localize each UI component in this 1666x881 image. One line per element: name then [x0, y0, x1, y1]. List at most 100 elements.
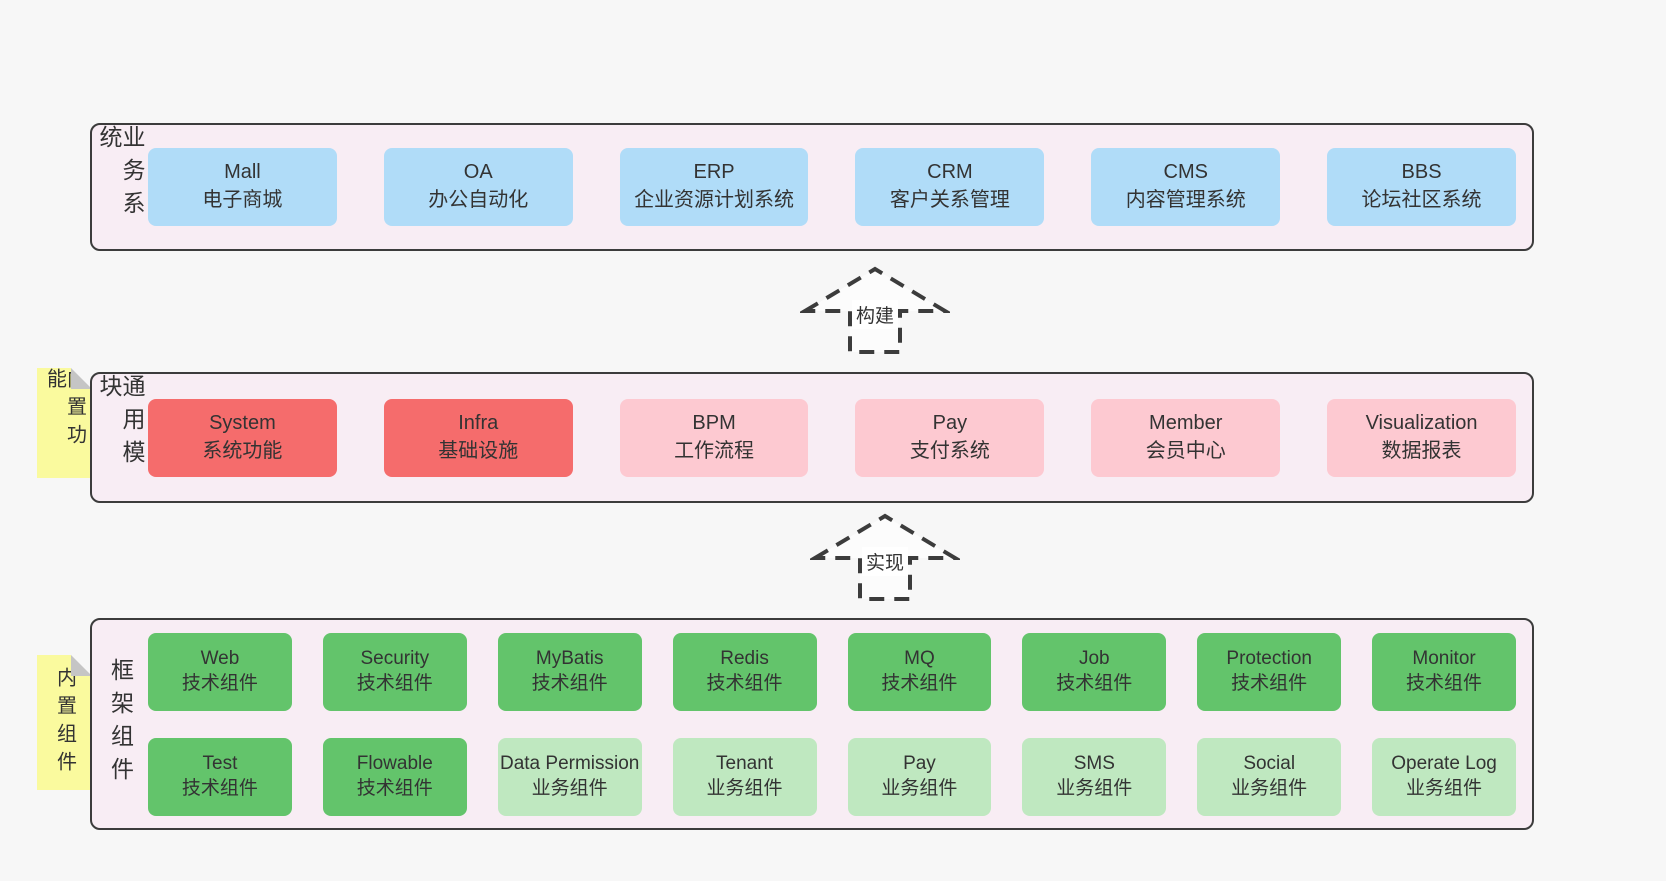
common-modules-row: System 系统功能 Infra 基础设施 BPM 工作流程 Pay 支付系统…	[148, 374, 1532, 501]
box-title: BBS	[1401, 161, 1442, 184]
framework-components-row-2: Test 技术组件 Flowable 技术组件 Data Permission …	[148, 737, 1516, 816]
box-social: Social 业务组件	[1197, 737, 1342, 816]
box-tenant: Tenant 业务组件	[672, 737, 817, 816]
box-subtitle: 业务组件	[531, 777, 608, 799]
box-title: Monitor	[1412, 647, 1476, 669]
box-subtitle: 技术组件	[1056, 672, 1133, 694]
box-title: SMS	[1073, 752, 1115, 774]
box-operate-log: Operate Log 业务组件	[1372, 737, 1516, 816]
layer-label-business-systems: 业务系统	[92, 125, 148, 249]
box-title: Security	[360, 647, 430, 669]
box-mq: MQ 技术组件	[847, 632, 992, 711]
box-subtitle: 技术组件	[356, 672, 433, 694]
box-subtitle: 技术组件	[181, 672, 258, 694]
sticky-note-label: 内置功能	[43, 368, 86, 452]
box-subtitle: 业务组件	[1406, 777, 1483, 799]
box-flowable: Flowable 技术组件	[322, 737, 467, 816]
box-crm: CRM 客户关系管理	[855, 148, 1045, 226]
box-pay: Pay 支付系统	[855, 398, 1045, 477]
box-subtitle: 会员中心	[1145, 439, 1226, 462]
sticky-note-builtin-components: 内置组件	[37, 655, 92, 790]
box-subtitle: 技术组件	[881, 672, 958, 694]
box-subtitle: 客户关系管理	[889, 189, 1010, 211]
box-title: Flowable	[356, 752, 433, 774]
box-visualization: Visualization 数据报表	[1327, 398, 1516, 477]
framework-components-row-1: Web 技术组件 Security 技术组件 MyBatis 技术组件 Redi…	[148, 632, 1516, 711]
framework-components-grid: Web 技术组件 Security 技术组件 MyBatis 技术组件 Redi…	[148, 620, 1532, 828]
box-infra: Infra 基础设施	[383, 398, 573, 477]
build-arrow-label: 构建	[851, 300, 899, 329]
box-subtitle: 电子商城	[202, 189, 283, 211]
layer-common-modules: 通用模块 System 系统功能 Infra 基础设施 BPM 工作流程 Pay…	[90, 372, 1534, 503]
box-subtitle: 系统功能	[202, 439, 283, 462]
box-bbs: BBS 论坛社区系统	[1327, 148, 1516, 226]
box-title: Data Permission	[499, 752, 640, 774]
box-title: Tenant	[716, 752, 774, 774]
box-title: Redis	[720, 647, 769, 669]
box-mall: Mall 电子商城	[148, 148, 337, 226]
layer-business-systems: 业务系统 Mall 电子商城 OA 办公自动化 ERP 企业资源计划系统 CRM…	[90, 123, 1534, 251]
box-title: BPM	[692, 411, 736, 434]
implement-arrow: 实现	[810, 503, 960, 603]
box-cms: CMS 内容管理系统	[1091, 148, 1281, 226]
box-subtitle: 业务组件	[1231, 777, 1308, 799]
layer-label-common-modules: 通用模块	[92, 374, 148, 501]
box-subtitle: 技术组件	[1406, 672, 1483, 694]
box-title: System	[209, 411, 276, 434]
box-bpm: BPM 工作流程	[619, 398, 809, 477]
sticky-note-builtin-features: 内置功能	[37, 368, 92, 478]
box-oa: OA 办公自动化	[383, 148, 573, 226]
box-title: Visualization	[1365, 411, 1478, 434]
box-subtitle: 技术组件	[356, 777, 433, 799]
box-subtitle: 内容管理系统	[1125, 189, 1246, 211]
layer-label-text: 通用模块	[96, 374, 145, 473]
box-subtitle: 业务组件	[706, 777, 783, 799]
box-system: System 系统功能	[148, 398, 337, 477]
layer-label-framework-components: 框架组件	[92, 620, 148, 828]
box-subtitle: 支付系统	[909, 439, 990, 462]
build-arrow: 构建	[800, 256, 950, 356]
box-title: ERP	[693, 161, 735, 184]
box-title: CRM	[927, 161, 973, 184]
box-title: Mall	[224, 161, 261, 184]
box-monitor: Monitor 技术组件	[1372, 632, 1516, 711]
box-web: Web 技术组件	[148, 632, 292, 711]
box-redis: Redis 技术组件	[672, 632, 817, 711]
box-title: Pay	[932, 411, 968, 434]
box-subtitle: 论坛社区系统	[1361, 189, 1482, 211]
business-systems-row: Mall 电子商城 OA 办公自动化 ERP 企业资源计划系统 CRM 客户关系…	[148, 125, 1532, 249]
implement-arrow-label: 实现	[861, 547, 909, 576]
box-title: MQ	[904, 647, 935, 669]
layer-label-text: 框架组件	[107, 658, 134, 790]
box-data-permission: Data Permission 业务组件	[497, 737, 642, 816]
box-title: OA	[463, 161, 493, 184]
box-test: Test 技术组件	[148, 737, 292, 816]
box-subtitle: 技术组件	[531, 672, 608, 694]
box-subtitle: 数据报表	[1381, 439, 1462, 462]
box-title: Test	[202, 752, 238, 774]
box-title: CMS	[1163, 161, 1208, 184]
box-title: Pay	[903, 752, 936, 774]
box-erp: ERP 企业资源计划系统	[619, 148, 809, 226]
box-security: Security 技术组件	[322, 632, 467, 711]
box-title: Protection	[1226, 647, 1312, 669]
box-subtitle: 技术组件	[1231, 672, 1308, 694]
box-subtitle: 业务组件	[1056, 777, 1133, 799]
box-subtitle: 业务组件	[881, 777, 958, 799]
sticky-note-label: 内置组件	[53, 666, 76, 779]
box-title: Infra	[458, 411, 499, 434]
box-subtitle: 技术组件	[706, 672, 783, 694]
box-title: Operate Log	[1391, 752, 1497, 774]
box-subtitle: 办公自动化	[428, 189, 529, 211]
box-title: Web	[200, 647, 240, 669]
box-mybatis: MyBatis 技术组件	[497, 632, 642, 711]
box-pay-business: Pay 业务组件	[847, 737, 992, 816]
box-member: Member 会员中心	[1091, 398, 1281, 477]
box-protection: Protection 技术组件	[1197, 632, 1342, 711]
box-subtitle: 技术组件	[181, 777, 258, 799]
box-sms: SMS 业务组件	[1022, 737, 1167, 816]
layer-framework-components: 框架组件 Web 技术组件 Security 技术组件 MyBatis 技术组件…	[90, 618, 1534, 830]
box-title: Social	[1243, 752, 1296, 774]
layer-label-text: 业务系统	[96, 125, 145, 224]
